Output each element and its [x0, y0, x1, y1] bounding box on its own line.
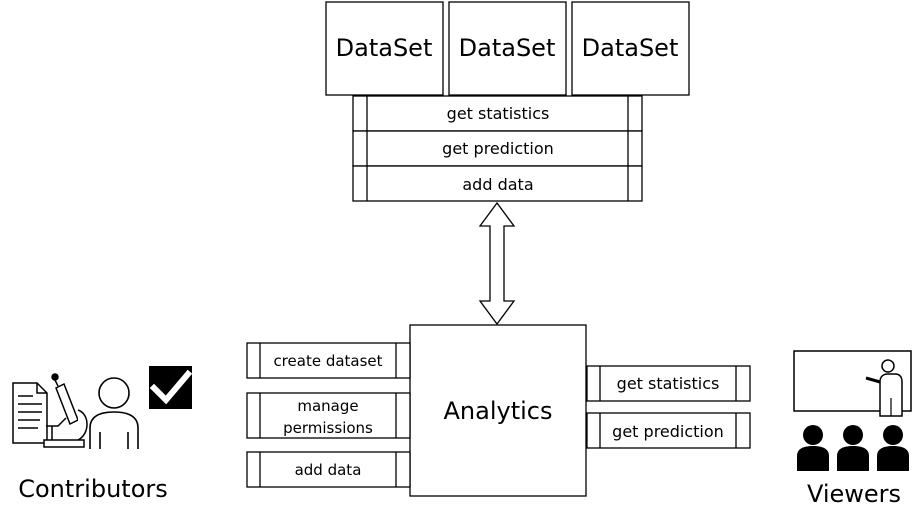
contributors-label: Contributors	[18, 475, 168, 503]
dataset-label: DataSet	[336, 34, 433, 62]
operation-get-statistics: get statistics	[586, 365, 751, 402]
document-icon	[12, 382, 48, 444]
operation-label: get statistics	[617, 374, 720, 393]
dataset-operations: get statistics get prediction add data	[352, 95, 643, 202]
bidirectional-arrow-icon	[478, 201, 516, 326]
dataset-group: DataSet DataSet DataSet	[325, 1, 690, 96]
operation-label: get statistics	[447, 104, 550, 123]
analytics-right-operations: get statistics get prediction	[586, 365, 751, 449]
operation-get-prediction: get prediction	[586, 412, 751, 449]
operation-label-line2: permissions	[283, 419, 373, 437]
operation-get-prediction: get prediction	[352, 130, 643, 167]
dataset-box: DataSet	[448, 1, 567, 96]
dataset-box: DataSet	[325, 1, 444, 96]
operation-add-data: add data	[246, 451, 411, 488]
operation-label-line1: manage	[297, 397, 358, 415]
audience-icon	[797, 425, 909, 471]
dataset-box: DataSet	[571, 1, 690, 96]
operation-add-data: add data	[352, 165, 643, 202]
dataset-label: DataSet	[582, 34, 679, 62]
operation-label: create dataset	[273, 352, 382, 370]
viewers-icons	[793, 350, 912, 471]
analytics-left-operations: create dataset manage permissions add da…	[246, 342, 411, 488]
analytics-box: Analytics	[409, 324, 587, 497]
dataset-label: DataSet	[459, 34, 556, 62]
analytics-label: Analytics	[444, 397, 553, 425]
microscope-icon	[43, 373, 88, 448]
operation-label: get prediction	[612, 422, 724, 441]
contributors-icons	[12, 366, 193, 449]
presentation-board-icon	[793, 350, 912, 417]
operation-label: add data	[462, 175, 533, 194]
person-icon	[89, 377, 139, 449]
operation-get-statistics: get statistics	[352, 95, 643, 132]
operation-create-dataset: create dataset	[246, 342, 411, 379]
operation-label: get prediction	[442, 139, 554, 158]
checkmark-icon	[149, 366, 193, 409]
viewers-label: Viewers	[807, 480, 901, 508]
operation-label: add data	[295, 461, 362, 479]
operation-manage-permissions: manage permissions	[246, 392, 411, 439]
